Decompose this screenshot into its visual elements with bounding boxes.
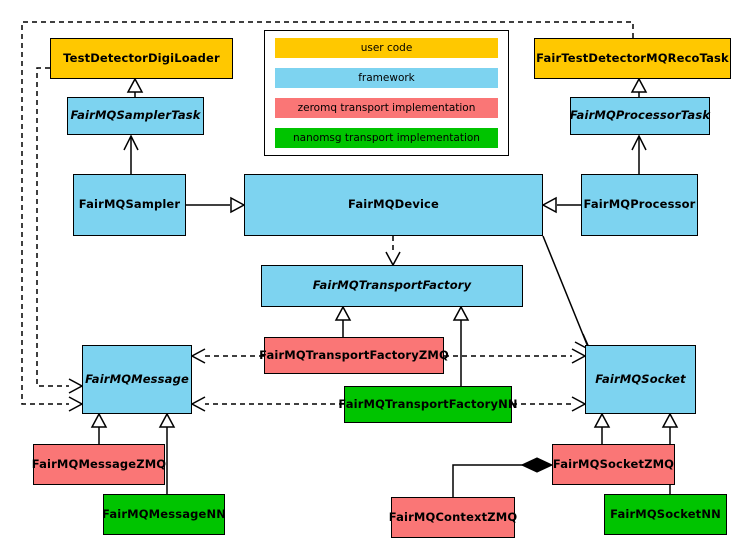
class-node-testdetectordigiloader[interactable]: TestDetectorDigiLoader <box>50 38 233 79</box>
class-node-fairmqprocessortask[interactable]: FairMQProcessorTask <box>570 97 710 135</box>
edge-device-to-socket <box>542 235 592 352</box>
legend-panel: user code framework zeromq transport imp… <box>264 30 509 156</box>
edge-processor-to-device <box>541 196 581 214</box>
class-label: FairMQSocketZMQ <box>552 456 675 471</box>
edge-sampler-to-samplertask <box>123 134 139 174</box>
class-label: FairMQProcessor <box>583 197 696 212</box>
class-node-fairmqsocket[interactable]: FairMQSocket <box>585 345 696 414</box>
class-label: FairMQTransportFactoryNN <box>338 396 518 411</box>
legend-label-nanomsg: nanomsg transport implementation <box>293 132 480 144</box>
class-label: FairMQMessageNN <box>102 506 226 521</box>
legend-label-zeromq: zeromq transport implementation <box>297 102 476 114</box>
edge-contextzmq-to-socketzmq <box>452 457 554 497</box>
class-node-fairmqtransportfactory[interactable]: FairMQTransportFactory <box>261 265 523 307</box>
edge-processor-to-processortask <box>631 134 647 174</box>
edge-tfzmq-to-socket <box>444 348 587 364</box>
class-node-fairmqmessagezmq[interactable]: FairMQMessageZMQ <box>31 444 167 485</box>
edge-processortask-to-recotask <box>630 77 648 97</box>
class-node-fairmqmessage[interactable]: FairMQMessage <box>82 345 192 414</box>
class-node-fairmqprocessor[interactable]: FairMQProcessor <box>581 174 698 236</box>
class-node-fairmqdevice[interactable]: FairMQDevice <box>244 174 543 236</box>
legend-item-user-code: user code <box>275 38 498 58</box>
class-label: FairMQTransportFactoryZMQ <box>259 347 449 362</box>
legend-item-zeromq: zeromq transport implementation <box>275 98 498 118</box>
class-label: FairMQContextZMQ <box>388 509 518 524</box>
class-label: FairMQSampler <box>78 197 181 212</box>
class-node-fairtestdetectormqrecotask[interactable]: FairTestDetectorMQRecoTask <box>534 38 731 79</box>
class-node-fairmqcontextzmq[interactable]: FairMQContextZMQ <box>388 497 518 538</box>
legend-item-framework: framework <box>275 68 498 88</box>
class-node-fairmqtransportfactoryzmq[interactable]: FairMQTransportFactoryZMQ <box>259 337 449 374</box>
legend-label-user-code: user code <box>360 42 413 54</box>
edge-tfzmq-to-message <box>190 348 264 364</box>
legend-item-nanomsg: nanomsg transport implementation <box>275 128 498 148</box>
edge-tfzmq-to-tf <box>334 305 352 337</box>
edge-tfnn-to-message <box>190 396 344 412</box>
class-label: FairMQProcessorTask <box>569 108 711 123</box>
legend-label-framework: framework <box>358 72 415 84</box>
class-node-fairmqsampler[interactable]: FairMQSampler <box>73 174 186 236</box>
edge-socketzmq-to-socket <box>593 412 611 444</box>
edge-samplertask-to-digiloader <box>126 77 144 97</box>
class-node-fairmqsocketnn[interactable]: FairMQSocketNN <box>604 494 727 535</box>
class-node-fairmqtransportfactorynn[interactable]: FairMQTransportFactoryNN <box>338 386 518 423</box>
class-label: FairMQMessage <box>85 371 189 386</box>
edge-tfnn-to-socket <box>512 396 587 412</box>
class-label: FairTestDetectorMQRecoTask <box>536 50 729 65</box>
class-node-fairmqmessagenn[interactable]: FairMQMessageNN <box>102 494 226 535</box>
class-label: FairMQDevice <box>348 197 439 212</box>
class-label: FairMQSocket <box>595 371 686 386</box>
edge-device-to-transportfactory <box>385 236 401 267</box>
class-node-fairmqsamplertask[interactable]: FairMQSamplerTask <box>67 97 204 135</box>
edge-messagezmq-to-message <box>90 412 108 444</box>
class-node-fairmqsocketzmq[interactable]: FairMQSocketZMQ <box>552 444 675 485</box>
edge-sampler-to-device <box>186 196 246 214</box>
class-label: FairMQSocketNN <box>610 506 721 521</box>
edge-tfnn-to-tf <box>452 305 470 386</box>
class-label: FairMQTransportFactory <box>312 278 472 293</box>
class-label: TestDetectorDigiLoader <box>63 50 220 65</box>
class-label: FairMQSamplerTask <box>70 108 201 123</box>
class-label: FairMQMessageZMQ <box>31 456 167 471</box>
